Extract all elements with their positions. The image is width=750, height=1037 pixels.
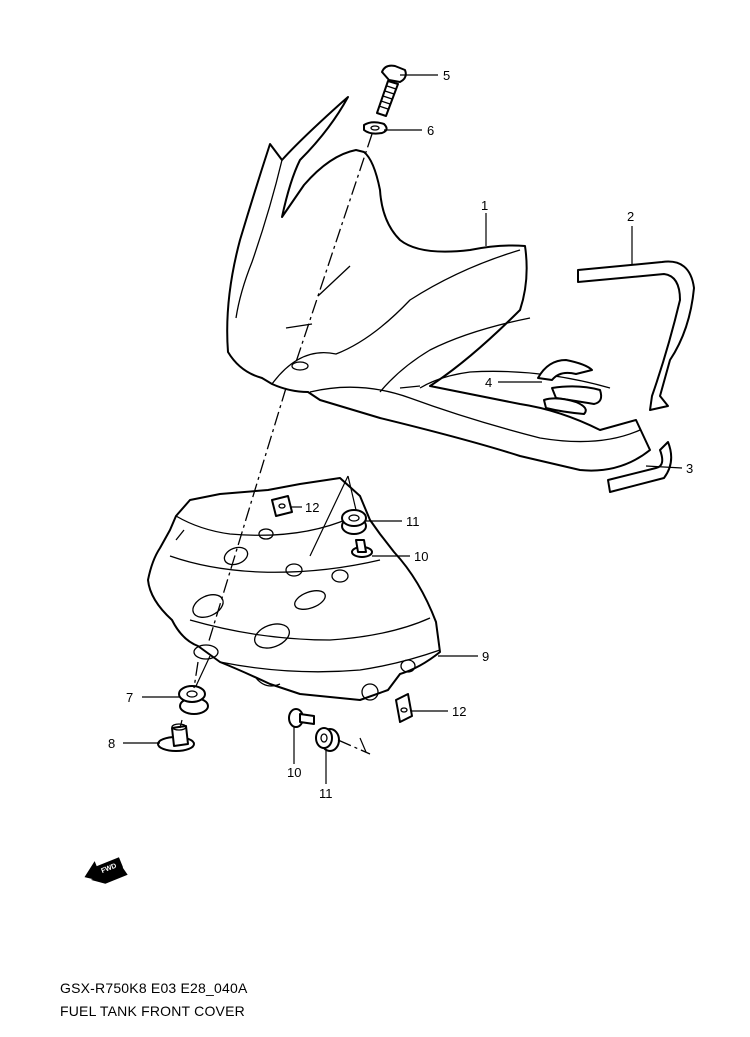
callout-9: 9 [482, 649, 489, 664]
callout-10-lower: 10 [287, 765, 301, 780]
callout-11-upper: 11 [406, 514, 420, 529]
clip-nut-part-12-upper [271, 495, 293, 517]
front-cover-part-1 [226, 96, 651, 472]
grommet-part-11-upper [341, 509, 367, 535]
under-cover-part-9 [147, 477, 441, 701]
clip-nut-part-12-lower [395, 693, 413, 723]
callout-11-lower: 11 [319, 786, 333, 801]
callout-5: 5 [443, 68, 450, 83]
callout-10-upper: 10 [414, 549, 428, 564]
collar-part-8 [157, 723, 195, 752]
collar-part-10-upper [351, 539, 373, 558]
callout-8: 8 [108, 736, 115, 751]
screw-part-5 [376, 64, 407, 117]
leader-lines [123, 74, 683, 784]
callout-4: 4 [485, 375, 492, 390]
fwd-arrow-icon: FWD [84, 857, 128, 884]
callout-6: 6 [427, 123, 434, 138]
washer-part-6 [363, 121, 388, 135]
diagram-code: GSX-R750K8 E03 E28_040A [60, 980, 248, 996]
callout-12-lower: 12 [452, 704, 466, 719]
callout-2: 2 [627, 209, 634, 224]
grommet-part-11-lower [315, 727, 340, 752]
collar-part-10-lower [288, 708, 315, 728]
grommet-part-7 [178, 685, 209, 715]
emblem-part-4 [537, 359, 603, 415]
strip-part-3 [607, 441, 673, 493]
callout-3: 3 [686, 461, 693, 476]
callout-12-upper: 12 [305, 500, 319, 515]
callout-1: 1 [481, 198, 488, 213]
callout-labels: 5 6 1 2 4 3 12 11 10 9 7 8 12 10 11 [108, 68, 693, 801]
diagram-title: FUEL TANK FRONT COVER [60, 1003, 245, 1019]
callout-7: 7 [126, 690, 133, 705]
trim-part-2 [577, 260, 695, 411]
assembly-lines [179, 133, 373, 755]
